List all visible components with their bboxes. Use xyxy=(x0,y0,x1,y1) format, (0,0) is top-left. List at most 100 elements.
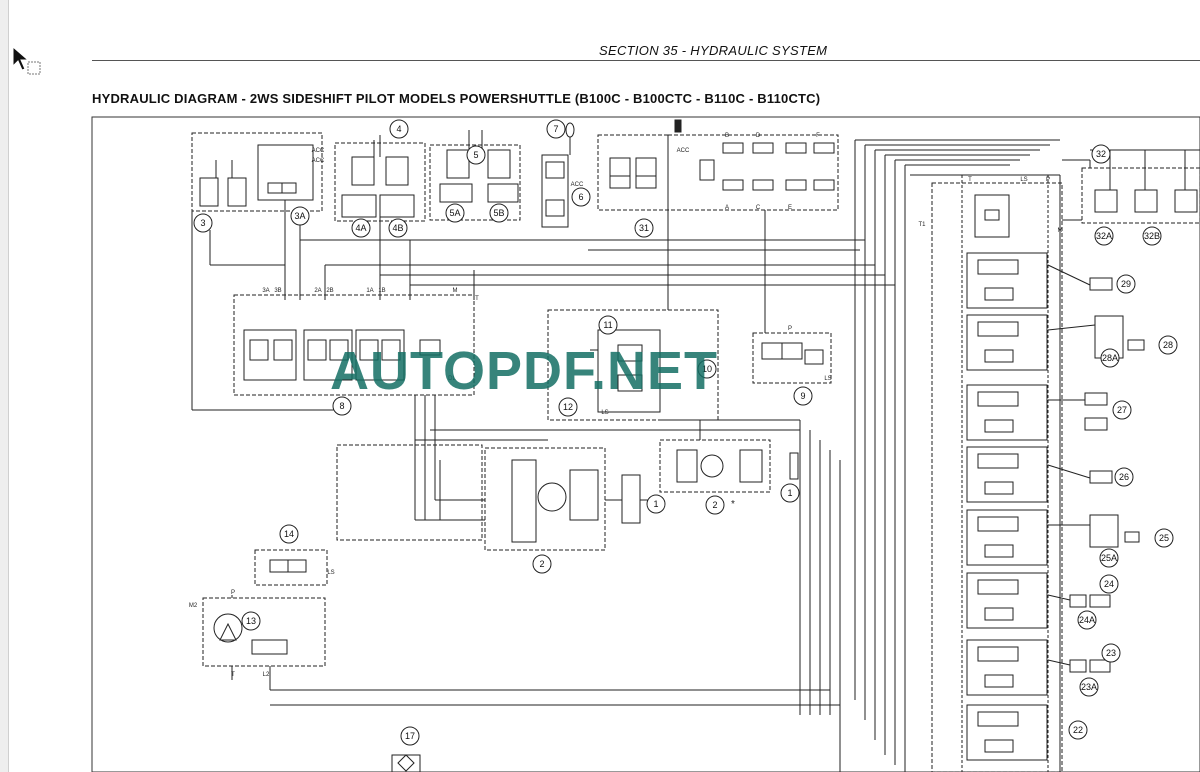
pilot-block xyxy=(667,134,839,211)
header-rule xyxy=(92,60,1200,61)
port-c-31: C xyxy=(756,205,761,211)
label-27: 27 xyxy=(1117,405,1127,415)
label-5: 5 xyxy=(473,150,478,160)
port-t-valve8: T xyxy=(475,296,479,302)
port-b-31: B xyxy=(725,133,729,139)
port-d-31: D xyxy=(756,133,761,139)
port-3a: 3A xyxy=(262,288,269,294)
port-3b: 3B xyxy=(274,288,281,294)
label-12: 12 xyxy=(563,402,573,412)
label-14: 14 xyxy=(284,529,294,539)
port-ls-14: LS xyxy=(327,570,334,576)
label-32a: 32A xyxy=(1096,231,1112,241)
steering-unit-14 xyxy=(254,549,328,586)
auxiliary-pump-group xyxy=(659,439,771,493)
tilt-cylinder-group xyxy=(429,144,521,221)
label-26: 26 xyxy=(1119,472,1129,482)
port-2a: 2A xyxy=(314,288,321,294)
filter-17 xyxy=(391,754,421,772)
label-29: 29 xyxy=(1121,279,1131,289)
mouse-cursor-icon xyxy=(12,45,41,75)
asterisk-note: * xyxy=(731,499,735,510)
valve-bank-sections xyxy=(966,252,1145,761)
label-8: 8 xyxy=(339,401,344,411)
pump-housing xyxy=(336,444,483,541)
label-2-right: 2 xyxy=(712,500,717,510)
main-pump-2 xyxy=(484,447,606,551)
label-1-right: 1 xyxy=(787,488,792,498)
port-m-valve8: M xyxy=(453,288,458,294)
brake-valve-9 xyxy=(752,332,832,384)
solenoid-valves-row1 xyxy=(722,142,835,154)
label-25a: 25A xyxy=(1101,553,1117,563)
label-7: 7 xyxy=(553,124,558,134)
port-p-valve9: P xyxy=(788,326,792,332)
port-a-31: A xyxy=(725,205,729,211)
label-9: 9 xyxy=(800,391,805,401)
valve-section-26 xyxy=(966,446,1113,503)
label-1-left: 1 xyxy=(653,499,658,509)
label-11: 11 xyxy=(603,320,612,330)
cylinder-left xyxy=(199,177,219,207)
label-32b: 32B xyxy=(1144,231,1160,241)
cylinder-right xyxy=(227,177,247,207)
label-3: 3 xyxy=(200,218,205,228)
steering-pump-13 xyxy=(202,597,326,667)
pump-coupling xyxy=(621,474,641,524)
valve-section-23 xyxy=(966,639,1111,696)
label-32: 32 xyxy=(1096,149,1106,159)
label-22: 22 xyxy=(1073,725,1083,735)
bank-inlet-valve xyxy=(974,194,1010,238)
label-4a: 4A xyxy=(355,223,366,233)
port-f-31: F xyxy=(816,133,820,139)
port-1b: 1B xyxy=(378,288,385,294)
label-28: 28 xyxy=(1163,340,1173,350)
label-28a: 28A xyxy=(1102,353,1118,363)
label-5a: 5A xyxy=(449,208,460,218)
valve-section-24 xyxy=(966,572,1111,629)
label-24: 24 xyxy=(1104,579,1114,589)
port-p-pump13: P xyxy=(231,590,235,596)
port-acc-2: ACC xyxy=(312,158,325,164)
port-p-bank: P xyxy=(1046,177,1050,183)
callout-circles xyxy=(193,119,1178,746)
label-13: 13 xyxy=(246,616,256,626)
valve-section-27 xyxy=(966,384,1108,441)
valve-3a xyxy=(257,144,314,201)
solenoid-valves-row2 xyxy=(722,179,835,191)
port-1a: 1A xyxy=(366,288,373,294)
label-6: 6 xyxy=(578,192,583,202)
label-10: 10 xyxy=(702,364,712,374)
port-t-bank: T xyxy=(968,177,972,183)
label-4b: 4B xyxy=(392,223,403,233)
diagram-frame xyxy=(91,116,1200,772)
label-5b: 5B xyxy=(493,208,504,218)
accumulator-valve-6 xyxy=(541,154,569,228)
port-acc-4: ACC xyxy=(677,148,690,154)
port-m2: M2 xyxy=(189,603,198,609)
valve-section-25 xyxy=(966,509,1140,566)
label-23a: 23A xyxy=(1081,682,1097,692)
port-ls-valve9: LS xyxy=(824,376,831,382)
valve-section-22 xyxy=(966,704,1048,761)
label-3a: 3A xyxy=(294,211,305,221)
pilot-control-31 xyxy=(597,134,669,211)
label-2-left: 2 xyxy=(539,559,544,569)
port-acc-3: ACC xyxy=(571,182,584,188)
pilot-valve-32 xyxy=(1081,167,1200,224)
section-header: SECTION 35 - HYDRAULIC SYSTEM xyxy=(599,43,828,58)
viewer-edge xyxy=(0,0,9,772)
label-23: 23 xyxy=(1106,648,1116,658)
port-e-31: E xyxy=(788,205,792,211)
port-ls-bank: LS xyxy=(1020,177,1027,183)
port-m-bank: M xyxy=(1058,228,1063,234)
port-t-pump13: T xyxy=(231,672,235,678)
port-t1: T1 xyxy=(918,222,926,228)
port-l2: L2 xyxy=(263,672,270,678)
port-ls-valve12: LS xyxy=(601,410,608,416)
valve-bank-enclosure xyxy=(931,182,1063,772)
label-25: 25 xyxy=(1159,533,1169,543)
steering-cylinder-group xyxy=(191,132,323,212)
control-valve-8 xyxy=(233,294,475,396)
